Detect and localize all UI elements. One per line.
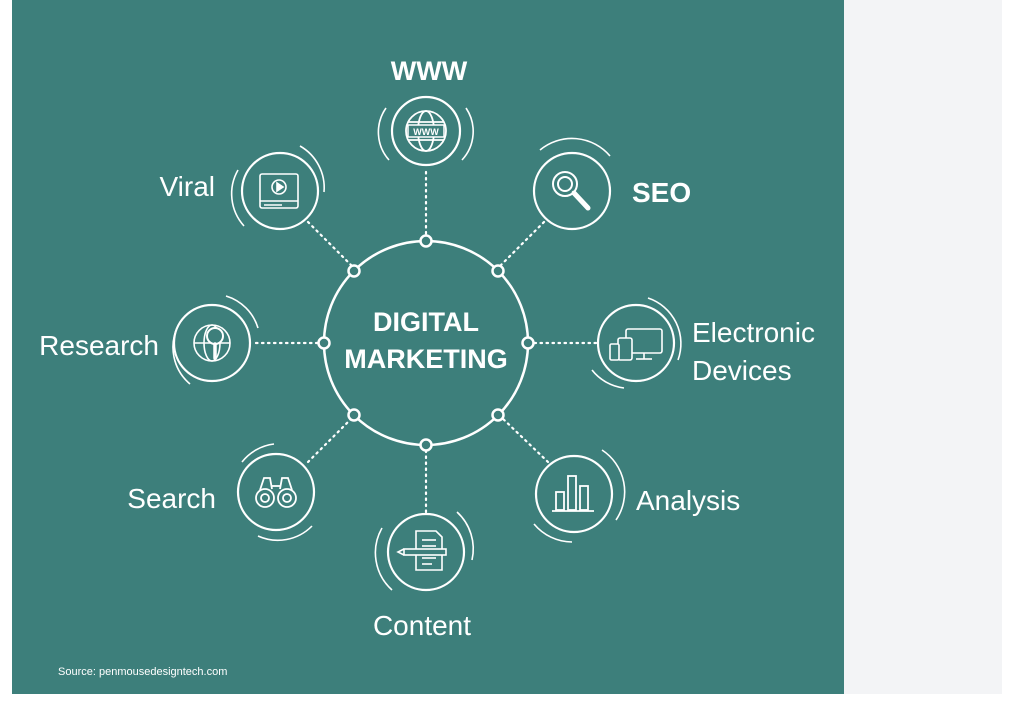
viral-node bbox=[230, 145, 325, 231]
analysis-node bbox=[533, 449, 626, 543]
label-viral: Viral bbox=[159, 171, 215, 202]
label-analysis: Analysis bbox=[636, 485, 740, 516]
magnifier-icon bbox=[552, 171, 591, 211]
document-pen-icon bbox=[396, 530, 447, 571]
devices-icon bbox=[609, 328, 663, 361]
right-margin bbox=[1002, 0, 1018, 702]
infographic-panel: DIGITAL MARKETING WWW WWW SEO Electronic… bbox=[12, 0, 844, 694]
center-title-line1: DIGITAL bbox=[373, 307, 479, 337]
www-icon-label: WWW bbox=[413, 127, 439, 137]
center-nodes bbox=[317, 234, 535, 452]
globe-magnifier-icon bbox=[193, 324, 231, 362]
search-node bbox=[236, 443, 316, 542]
label-www: WWW bbox=[391, 56, 468, 86]
content-node bbox=[374, 511, 475, 592]
electronic-devices-node bbox=[591, 297, 682, 389]
binoculars-icon bbox=[255, 477, 297, 508]
center-title-line2: MARKETING bbox=[344, 344, 508, 374]
bar-chart-icon bbox=[552, 475, 594, 512]
label-search: Search bbox=[127, 483, 216, 514]
bottom-margin bbox=[12, 694, 1002, 702]
globe-www-icon bbox=[405, 110, 447, 152]
source-credit: Source: penmousedesigntech.com bbox=[58, 666, 227, 678]
label-electronic: Electronic bbox=[692, 317, 815, 348]
seo-node bbox=[532, 137, 612, 231]
label-devices: Devices bbox=[692, 355, 792, 386]
research-node bbox=[172, 295, 259, 385]
connectors bbox=[254, 170, 598, 514]
label-content: Content bbox=[373, 610, 471, 641]
www-node bbox=[377, 95, 474, 167]
video-player-icon bbox=[259, 173, 299, 209]
left-margin bbox=[0, 0, 12, 702]
digital-marketing-diagram: DIGITAL MARKETING WWW WWW SEO Electronic… bbox=[39, 56, 815, 678]
label-seo: SEO bbox=[632, 177, 691, 208]
label-research: Research bbox=[39, 330, 159, 361]
